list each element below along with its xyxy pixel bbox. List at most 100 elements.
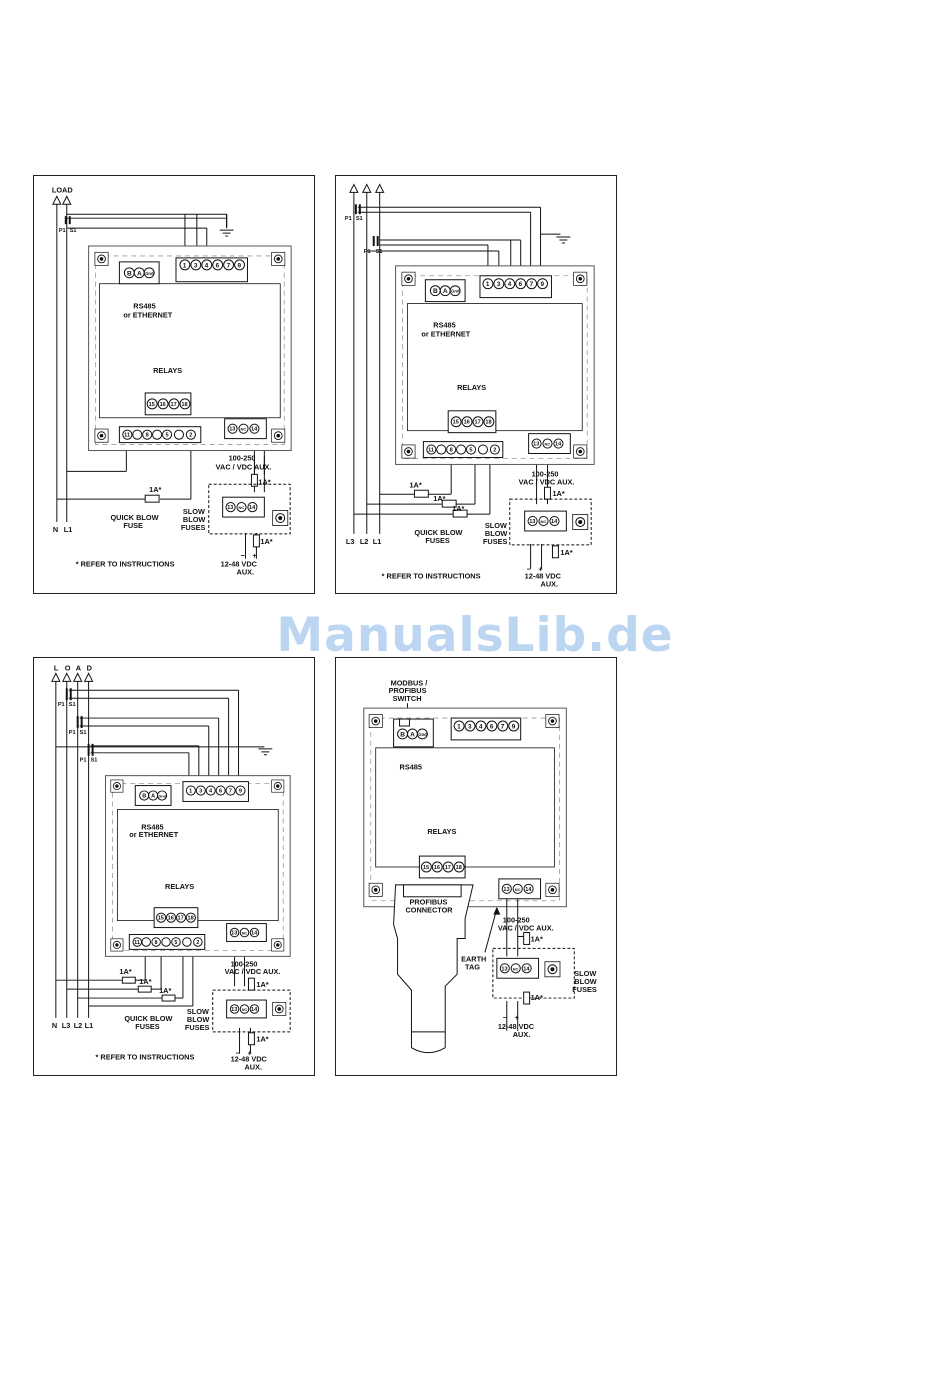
terminal-label: B: [433, 288, 438, 295]
terminal-label: A: [151, 793, 155, 799]
terminal-label: 6: [219, 789, 222, 795]
terminal-label: 1: [486, 281, 490, 288]
slow-blow-label-1: SLOW: [574, 969, 596, 978]
terminal-label: 14: [551, 519, 558, 525]
terminal-label: Gnd: [159, 794, 167, 798]
fuse-symbol: [247, 1032, 255, 1046]
comm-terminal-block: B A Gnd: [393, 718, 434, 748]
footnote: * REFER TO INSTRUCTIONS: [382, 572, 481, 581]
terminal-label: Gnd: [145, 271, 154, 276]
rs485-label: RS485: [400, 763, 422, 772]
terminal-label: 7: [501, 723, 505, 730]
aux-voltage-high-1: 100-250: [532, 469, 559, 478]
fuse-label: 1A*: [260, 537, 272, 546]
switch-label-1: MODBUS /: [391, 678, 428, 687]
fuse-symbol: [523, 932, 531, 945]
aux-voltage-low-2: AUX.: [541, 580, 559, 589]
rs485-label: RS485: [141, 822, 163, 831]
terminal-label: 2: [196, 940, 199, 946]
terminal-label: 9: [512, 723, 516, 730]
fuse-label: 1A*: [159, 986, 171, 995]
fuse-symbol: [144, 494, 160, 503]
switch-label-2: PROFIBUS: [389, 686, 427, 695]
aux-connector-detail: 13 NC 14: [212, 989, 291, 1033]
terminal-label: 13: [231, 931, 237, 937]
terminal-label: 3: [194, 262, 198, 269]
mount-screw-icon: [110, 938, 124, 952]
terminal-label: Gnd: [451, 289, 460, 294]
line-label-l3: L3: [62, 1021, 71, 1030]
slow-blow-label-2: BLOW: [187, 1015, 209, 1024]
voltage-terminal-block: 1 3 4 6 7 9: [479, 275, 552, 299]
terminal-label: 9: [238, 262, 242, 269]
relay-terminal-block: 15 16 17 18: [153, 907, 199, 929]
current-terminal-block: 11 8 5 2: [118, 426, 202, 444]
terminal-label: B: [142, 793, 146, 799]
line-label-n: N: [52, 1021, 57, 1030]
terminal-label: 18: [181, 402, 187, 408]
terminal-label: NC: [515, 887, 521, 892]
fuse-label: 1A*: [119, 967, 131, 976]
fuse-symbol: [121, 976, 136, 984]
aux-voltage-low-1: 12-48 VDC: [498, 1022, 535, 1031]
watermark: ManualsLib.de: [276, 608, 674, 663]
ct-s1: S1: [91, 758, 98, 764]
mount-screw-icon: [272, 1001, 287, 1017]
switch-label-3: SWITCH: [393, 694, 422, 703]
terminal-label: 14: [249, 505, 256, 511]
mount-screw-icon: [271, 938, 285, 952]
terminal-label: 6: [216, 262, 220, 269]
diagram-three-phase-4wire: L O A D P1 S1 P1 S1 P1 S1: [33, 657, 315, 1076]
terminal-label: 2: [493, 448, 496, 454]
plus-label: +: [252, 551, 256, 560]
line-label-n: N: [53, 525, 58, 534]
relay-terminal-block: 15 16 17 18: [447, 410, 497, 434]
line-label-l2: L2: [360, 537, 369, 546]
line-arrows: [51, 672, 94, 682]
fuse-label: 1A*: [560, 548, 572, 557]
terminal-label: 5: [174, 940, 177, 946]
mount-screw-icon: [572, 513, 589, 531]
relays-label: RELAYS: [427, 827, 456, 836]
fuse-symbol: [252, 534, 260, 548]
plus-label: +: [539, 565, 543, 574]
terminal-label: 13: [231, 1007, 237, 1013]
diagram-3-svg: L O A D P1 S1 P1 S1 P1 S1: [51, 663, 291, 1072]
diagram-single-phase: LOAD P1 S1: [33, 175, 315, 594]
ct-transformer: P1 S1 P1 S1: [345, 204, 383, 255]
load-letter: D: [87, 663, 92, 672]
mount-screw-icon: [401, 271, 416, 286]
aux-connector-detail: 13 NC 14: [208, 483, 291, 535]
profibus-label-2: CONNECTOR: [406, 906, 454, 915]
rs485-label: RS485: [433, 320, 455, 329]
aux-voltage-low-1: 12-48 VDC: [231, 1055, 268, 1064]
mount-screw-icon: [271, 251, 286, 266]
fuse-label: 1A*: [139, 977, 151, 986]
load-letter: A: [76, 663, 82, 672]
fuse-symbol: [551, 545, 559, 559]
terminal-label: 7: [227, 262, 231, 269]
slow-blow-label-3: FUSES: [572, 985, 597, 994]
terminal-label: 4: [508, 281, 512, 288]
terminal-label: 8: [450, 448, 453, 454]
terminal-label: B: [127, 270, 132, 277]
mount-screw-icon: [110, 779, 124, 793]
quick-blow-label-2: FUSE: [123, 521, 143, 530]
plus-label: +: [515, 1013, 519, 1022]
terminal-label: 17: [171, 402, 177, 408]
terminal-label: 3: [199, 789, 202, 795]
ct-p1: P1: [364, 249, 371, 255]
slow-blow-label-3: FUSES: [181, 523, 206, 532]
fuse-symbol: [544, 486, 551, 500]
terminal-label: 4: [209, 789, 213, 795]
terminal-label: 4: [479, 723, 483, 730]
aux-terminal-block: 13 NC 14: [498, 878, 542, 900]
terminal-label: 13: [501, 966, 507, 972]
ct-s1: S1: [80, 730, 87, 736]
terminal-label: 6: [519, 281, 523, 288]
mount-screw-icon: [544, 961, 561, 978]
diagram-1-svg: LOAD P1 S1: [52, 185, 292, 577]
terminal-label: NC: [541, 519, 547, 524]
terminal-label: 17: [445, 865, 451, 871]
wiring: [484, 898, 527, 1031]
